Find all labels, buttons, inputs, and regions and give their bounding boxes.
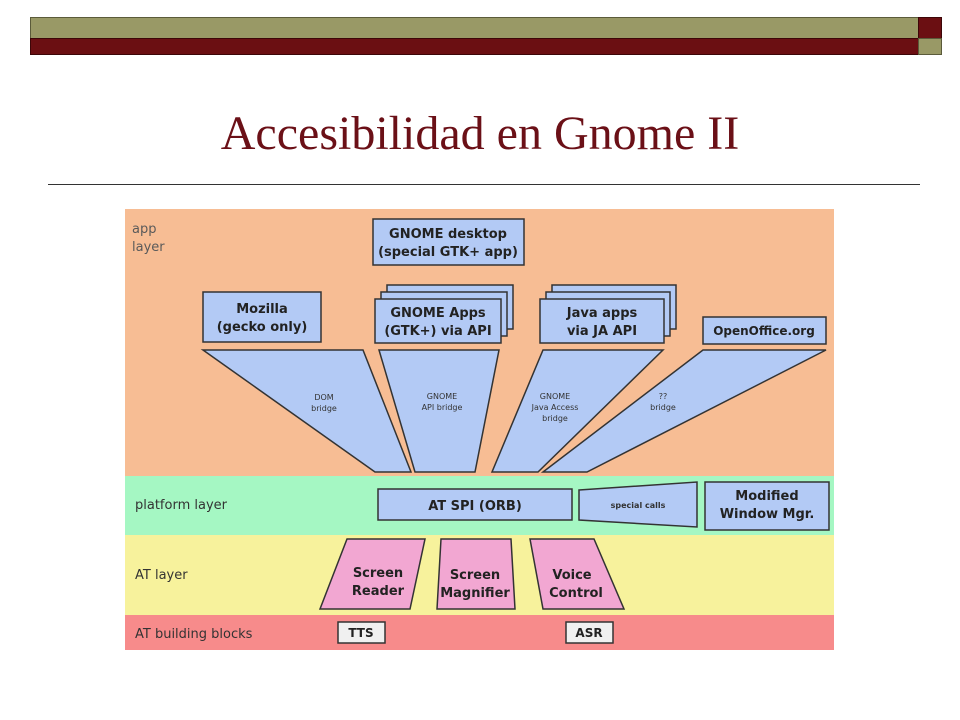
header-square-olive [918,38,942,55]
at-layer-label: AT layer [135,568,188,583]
screen-magnifier-shape [436,538,516,610]
unknown-bridge-line2: bridge [650,403,676,412]
screen-reader-line1: Screen [353,566,403,581]
mozilla-line1: Mozilla [236,302,288,317]
header-bar-olive [30,17,919,40]
dom-bridge-line1: DOM [314,393,333,402]
gnome-desktop-box [372,218,525,266]
java-apps-line2: via JA API [567,324,637,339]
platform-layer-label: platform layer [135,498,228,513]
java-access-bridge-line1: GNOME [540,392,570,401]
at-spi-label: AT SPI (ORB) [428,499,522,514]
gnome-desktop-line1: GNOME desktop [389,227,507,242]
java-access-bridge-line3: bridge [542,414,568,423]
building-blocks-band [125,615,834,650]
gnome-api-bridge-line1: GNOME [427,392,457,401]
voice-control-line1: Voice [552,568,591,583]
special-calls-shape [578,481,698,528]
mozilla-box [202,291,322,343]
building-blocks-label: AT building blocks [135,627,253,642]
voice-control-line2: Control [549,586,603,601]
app-layer-label-line1: app [132,222,156,237]
gnome-apps-box [374,298,502,344]
dom-bridge-line2: bridge [311,404,337,413]
gnome-desktop-line2: (special GTK+ app) [378,245,518,260]
at-spi-box [377,488,573,521]
openoffice-box [702,316,827,345]
voice-control-shape [529,538,626,610]
openoffice-label: OpenOffice.org [713,324,815,338]
screen-reader-line2: Reader [352,584,405,599]
mozilla-line2: (gecko only) [217,320,308,335]
dom-bridge-funnel [200,349,413,473]
window-mgr-line1: Modified [735,489,798,504]
accessibility-architecture-diagram: app layer platform layer AT layer AT bui… [125,209,834,650]
screen-magnifier-line2: Magnifier [440,586,510,601]
gnome-apps-line1: GNOME Apps [390,306,486,321]
gnome-api-bridge-funnel [377,349,500,473]
tts-label: TTS [348,626,373,640]
asr-label: ASR [575,626,602,640]
unknown-bridge-funnel [540,349,827,473]
window-mgr-line2: Window Mgr. [720,507,815,522]
gnome-api-bridge-line2: API bridge [422,403,463,412]
java-apps-line1: Java apps [566,306,638,321]
title-underline [48,184,920,185]
slide-title: Accesibilidad en Gnome II [220,107,740,160]
java-access-bridge-line2: Java Access [531,403,579,412]
gnome-apps-line2: (GTK+) via API [384,324,491,339]
screen-reader-shape [318,538,426,610]
special-calls-label: special calls [611,501,666,510]
window-mgr-box [704,481,830,531]
java-apps-box [539,298,665,344]
header-bar-maroon [30,38,919,55]
app-layer-label-line2: layer [132,240,165,255]
tts-box [337,621,386,644]
java-access-bridge-funnel [490,349,665,473]
screen-magnifier-line1: Screen [450,568,500,583]
header-square-maroon [918,17,942,40]
asr-box [565,621,614,644]
unknown-bridge-line1: ?? [659,392,668,401]
